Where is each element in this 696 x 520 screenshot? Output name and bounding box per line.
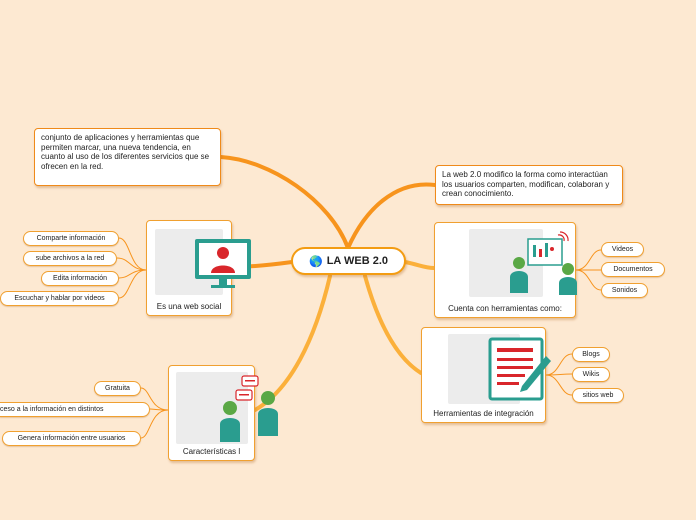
integration-item[interactable]: Blogs	[572, 347, 610, 362]
features-item[interactable]: Genera información entre usuarios	[2, 431, 141, 446]
modification-text: La web 2.0 modifico la forma como intera…	[442, 170, 610, 198]
social-item[interactable]: Edita información	[41, 271, 119, 286]
features-label: Características l	[182, 447, 241, 456]
social-item[interactable]: Escuchar y hablar por videos	[0, 291, 119, 306]
integration-node[interactable]: Herramientas de integración	[421, 327, 551, 423]
central-topic-label: LA WEB 2.0	[326, 255, 389, 267]
integration-item[interactable]: Wikis	[572, 367, 610, 382]
tools-item[interactable]: Videos	[601, 242, 644, 257]
document-pencil-icon	[448, 334, 551, 404]
features-item[interactable]: Gratuita	[94, 381, 141, 396]
tools-item[interactable]: Sonidos	[601, 283, 648, 298]
tools-item[interactable]: Documentos	[601, 262, 665, 277]
integration-label: Herramientas de integración	[433, 409, 534, 418]
computer-user-icon	[155, 229, 251, 295]
people-presentation-icon	[469, 229, 577, 297]
social-item[interactable]: Comparte información	[23, 231, 119, 246]
social-item[interactable]: sube archivos a la red	[23, 251, 117, 266]
integration-item[interactable]: sitios web	[572, 388, 624, 403]
modification-node[interactable]: La web 2.0 modifico la forma como intera…	[435, 165, 623, 205]
definition-node[interactable]: conjunto de aplicaciones y herramientas …	[34, 128, 221, 186]
tools-label: Cuenta con herramientas como:	[448, 304, 562, 313]
central-topic[interactable]: 🌎 LA WEB 2.0	[291, 247, 406, 275]
social-web-label: Es una web social	[156, 302, 222, 311]
definition-text: conjunto de aplicaciones y herramientas …	[41, 133, 210, 171]
features-item[interactable]: ceso a la información en distintos	[0, 402, 150, 417]
features-node[interactable]: Características l	[168, 365, 278, 461]
globe-icon: 🌎	[308, 255, 323, 268]
social-web-node[interactable]: Es una web social	[146, 220, 251, 316]
conversation-icon	[176, 372, 278, 444]
tools-node[interactable]: Cuenta con herramientas como:	[434, 222, 577, 318]
